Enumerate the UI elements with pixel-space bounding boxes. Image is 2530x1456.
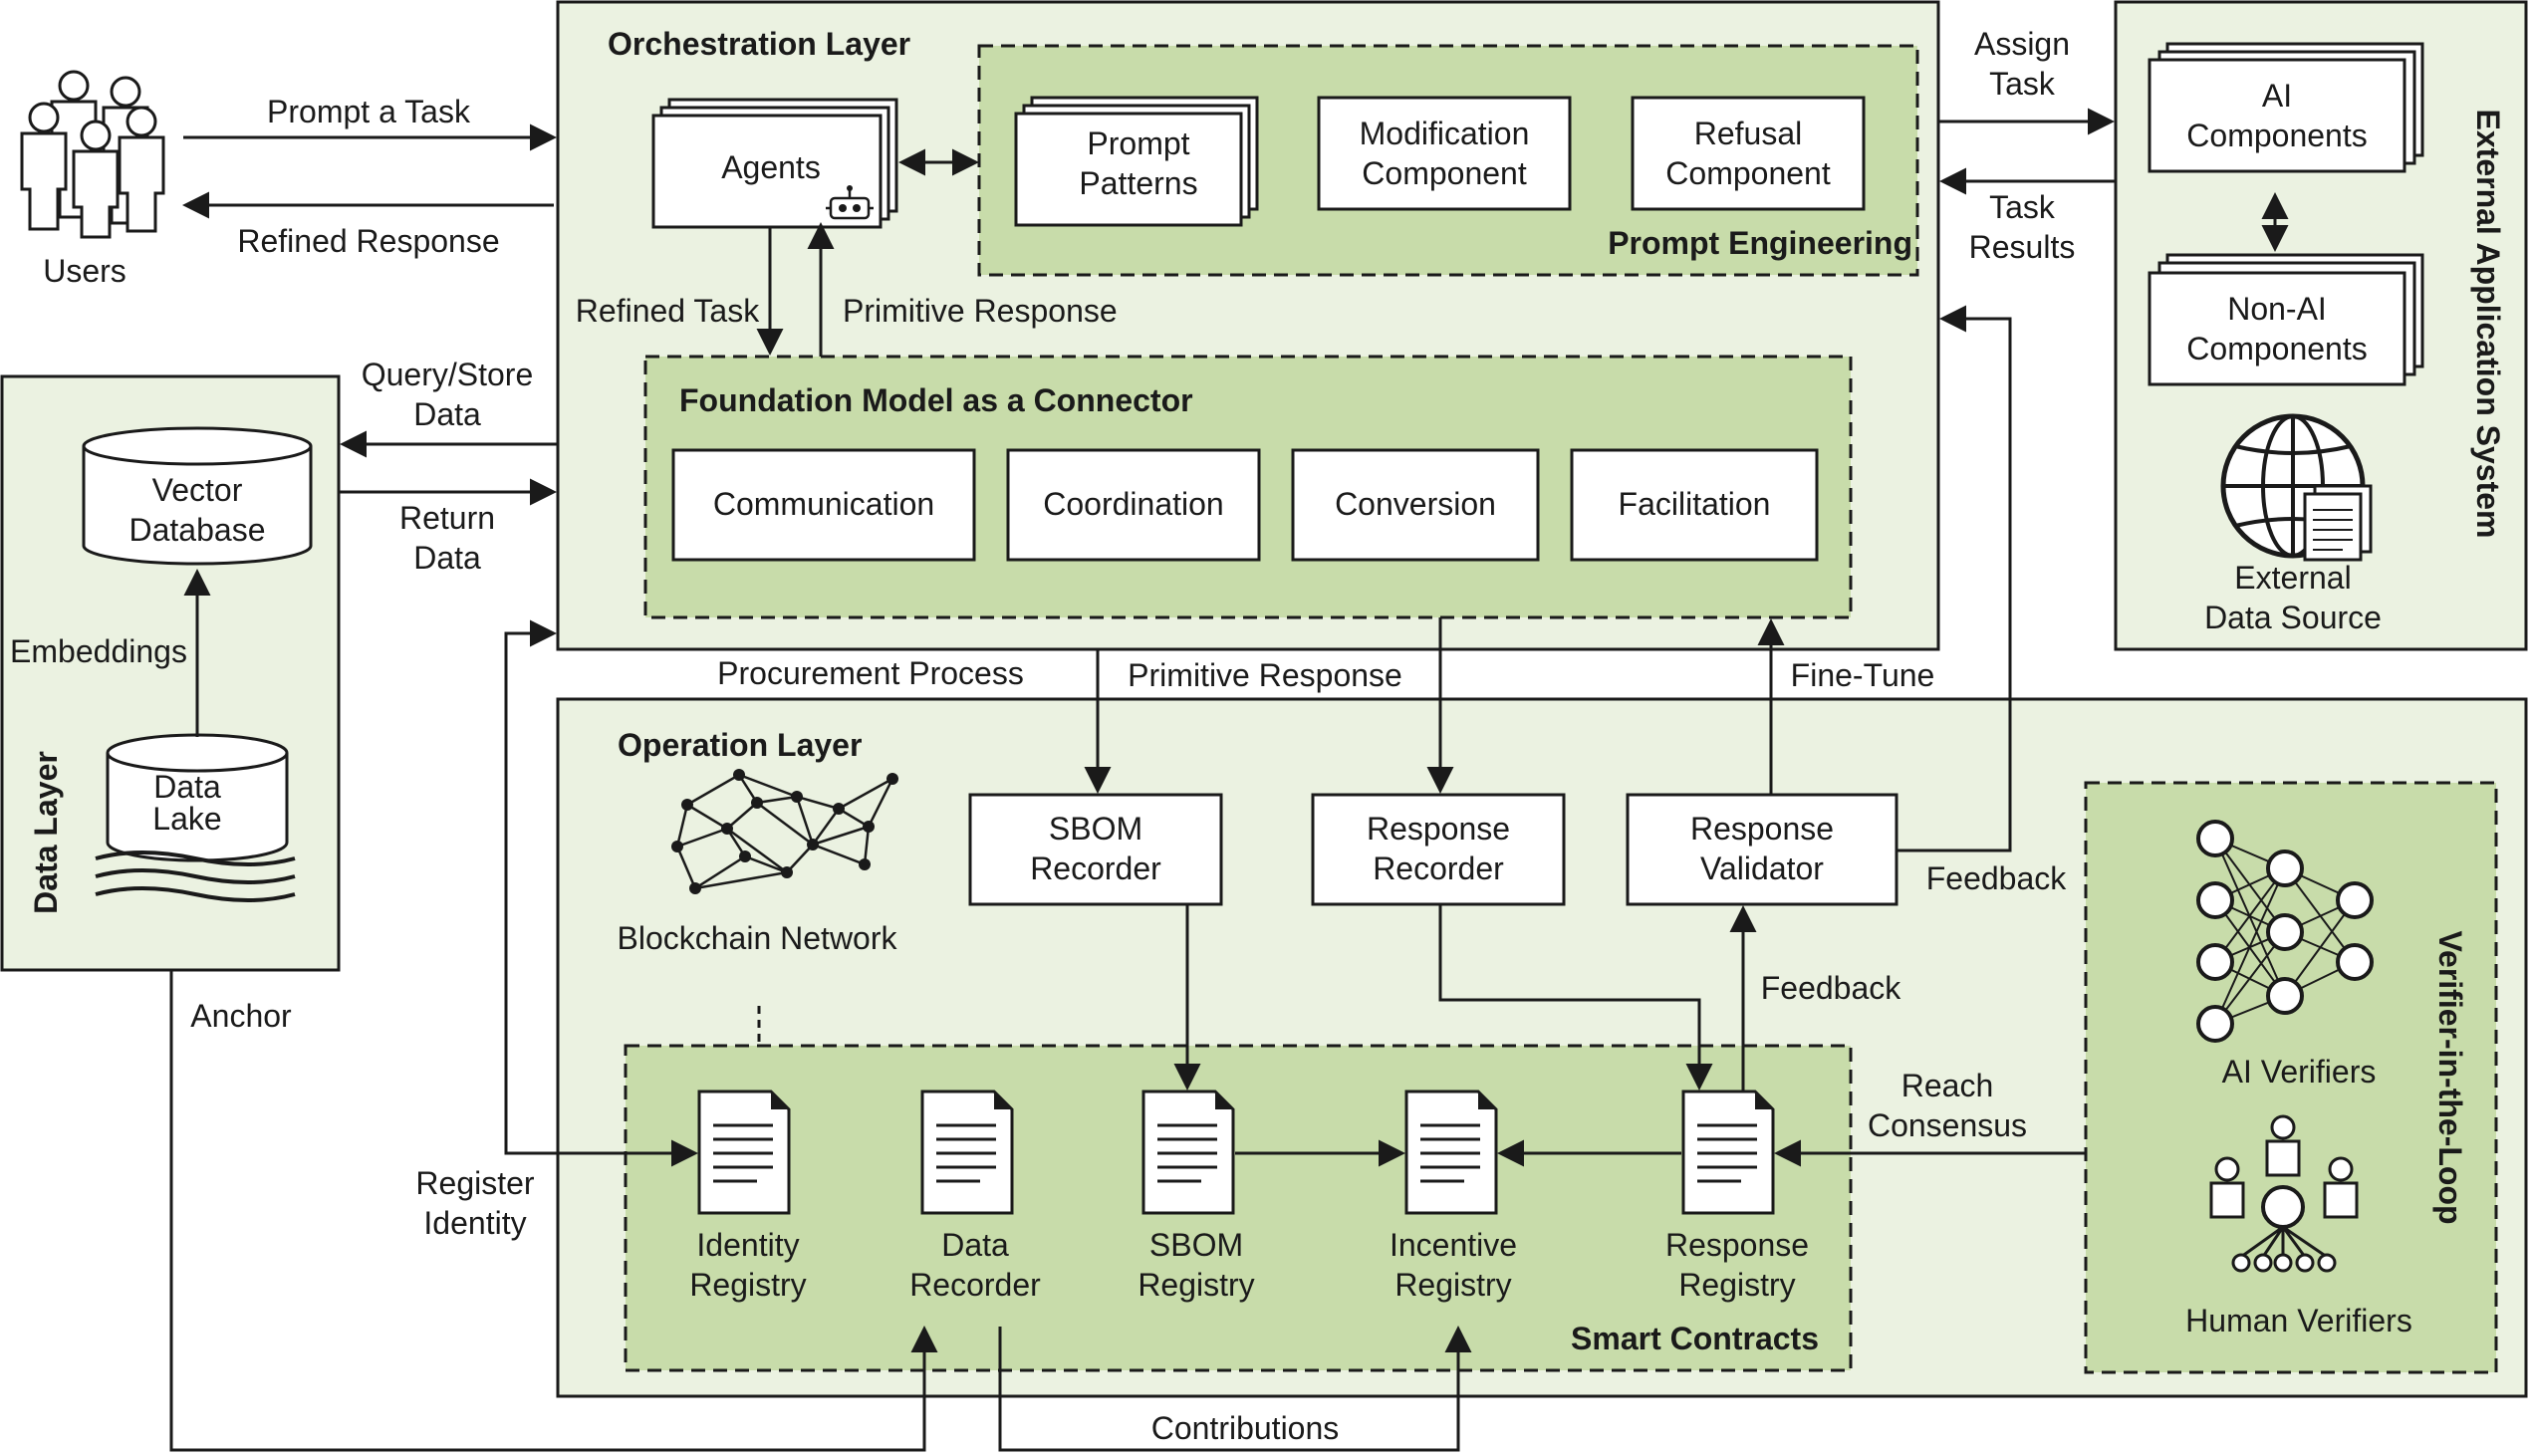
communication-label: Communication [712, 486, 935, 522]
vector-database-cylinder [82, 426, 313, 566]
non-ai-components-box-stack [2148, 253, 2424, 386]
response-registry-label: Response Registry [1664, 1227, 1810, 1303]
users-icon [20, 70, 165, 239]
reach-consensus-label: Reach Consensus [1867, 1068, 2028, 1143]
refined-task-label: Refined Task [575, 293, 760, 329]
primitive-response-bottom-label: Primitive Response [1128, 657, 1402, 693]
prompt-patterns-label: Prompt Patterns [1079, 125, 1198, 201]
response-recorder-box [1311, 793, 1566, 906]
facilitation-label: Facilitation [1618, 486, 1771, 522]
modification-component-label: Modification Component [1359, 116, 1530, 191]
human-verifiers-label: Human Verifiers [2185, 1303, 2412, 1338]
ai-verifiers-label: AI Verifiers [2221, 1054, 2377, 1090]
orchestration-layer-title: Orchestration Layer [608, 26, 911, 62]
prompt-patterns-box-stack [1014, 96, 1259, 227]
query-store-label: Query/Store Data [361, 357, 534, 432]
conversion-label: Conversion [1335, 486, 1496, 522]
document-icon-sbom-registry [1141, 1090, 1235, 1215]
procurement-label: Procurement Process [717, 655, 1024, 691]
task-results-label: Task Results [1968, 189, 2076, 265]
register-identity-label: Register Identity [415, 1165, 535, 1241]
response-validator-label: Response Validator [1689, 811, 1835, 886]
coordination-box [1006, 448, 1261, 562]
ai-components-box-stack [2148, 42, 2424, 173]
human-verifiers-icon [2209, 1114, 2359, 1273]
sbom-recorder-label: SBOM Recorder [1030, 811, 1161, 886]
smart-contracts-panel [624, 1044, 1853, 1372]
coordination-label: Coordination [1043, 486, 1224, 522]
data-layer-title: Data Layer [28, 751, 64, 914]
incentive-registry-label: Incentive Registry [1389, 1227, 1518, 1303]
users-label: Users [43, 253, 126, 289]
contributions-label: Contributions [1150, 1410, 1340, 1446]
return-data-label: Return Data [398, 500, 496, 576]
sbom-recorder-box [968, 793, 1223, 906]
document-icon-identity-registry [697, 1090, 791, 1215]
data-recorder-label: Data Recorder [909, 1227, 1041, 1303]
ai-components-label: AI Components [2186, 78, 2368, 153]
assign-task-label: Assign Task [1973, 26, 2071, 102]
document-icon-response-registry [1681, 1090, 1775, 1215]
document-icon-data-recorder [920, 1090, 1014, 1215]
agents-label: Agents [721, 149, 821, 185]
fine-tune-label: Fine-Tune [1790, 657, 1935, 693]
operation-layer-title: Operation Layer [618, 727, 863, 763]
modification-component-box [1317, 96, 1572, 211]
document-icon-incentive-registry [1404, 1090, 1498, 1215]
prompt-engineering-title: Prompt Engineering [1608, 225, 1912, 261]
embeddings-label: Embeddings [10, 633, 187, 669]
data-lake-label: Data Lake [152, 769, 222, 837]
blockchain-network-label: Blockchain Network [617, 920, 897, 956]
data-lake-cylinder [95, 733, 296, 902]
external-system-title: External Application System [2470, 109, 2506, 539]
sbom-registry-label: SBOM Registry [1138, 1227, 1255, 1303]
foundation-model-title: Foundation Model as a Connector [679, 382, 1193, 418]
conversion-box [1291, 448, 1540, 562]
external-data-source-label: External Data Source [2204, 560, 2382, 635]
primitive-response-top-label: Primitive Response [843, 293, 1118, 329]
prompt-task-label: Prompt a Task [267, 94, 470, 129]
refusal-component-box [1631, 96, 1866, 211]
response-validator-box [1626, 793, 1898, 906]
blockchain-network-icon [671, 769, 898, 894]
robot-icon [826, 185, 874, 220]
agents-box-stack [651, 98, 898, 229]
neural-network-icon [2196, 820, 2374, 1043]
refusal-component-label: Refusal Component [1665, 116, 1831, 191]
communication-box [671, 448, 976, 562]
facilitation-box [1570, 448, 1819, 562]
response-recorder-label: Response Recorder [1366, 811, 1511, 886]
globe-icon [2220, 413, 2373, 562]
feedback-mid-label: Feedback [1760, 970, 1901, 1006]
feedback-top-label: Feedback [1925, 860, 2067, 896]
refined-response-label: Refined Response [237, 223, 500, 259]
connector-lines [169, 108, 2289, 1452]
non-ai-components-label: Non-AI Components [2186, 291, 2368, 366]
smart-contracts-title: Smart Contracts [1571, 1321, 1819, 1356]
vector-database-label: Vector Database [128, 472, 266, 548]
anchor-label: Anchor [190, 998, 292, 1034]
identity-registry-label: Identity Registry [689, 1227, 807, 1303]
